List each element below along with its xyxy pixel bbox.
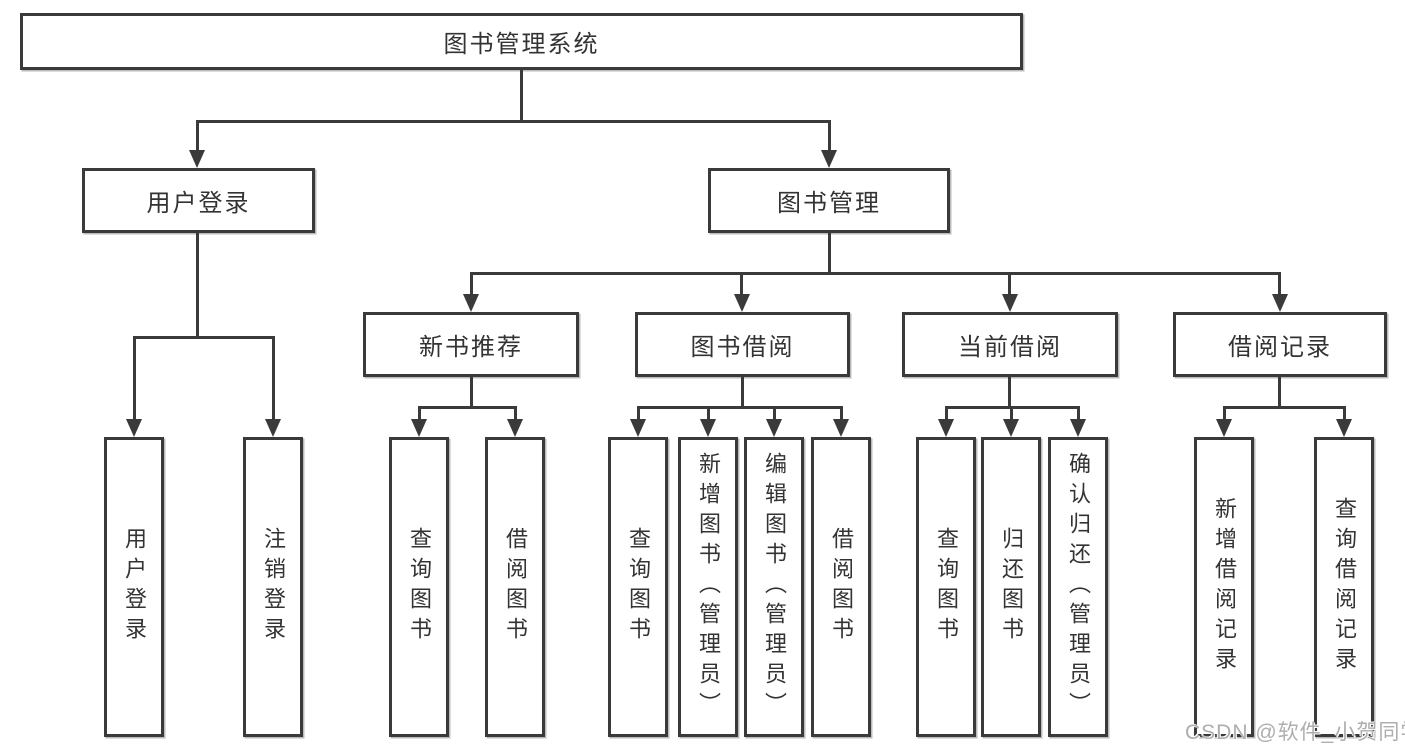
leaf-confirm-return-admin: 确认归还（管理员） (1048, 437, 1108, 737)
connector-line (520, 70, 523, 122)
node-user-login: 用户登录 (82, 168, 315, 233)
connector-line (133, 336, 136, 421)
leaf-borrow-books: 借阅图书 (811, 437, 871, 737)
arrowhead-down-icon (265, 419, 281, 437)
node-borrowing-records: 借阅记录 (1173, 312, 1387, 377)
arrowhead-down-icon (1272, 294, 1288, 312)
connector-line (1010, 406, 1013, 421)
arrowhead-down-icon (411, 419, 427, 437)
arrowhead-down-icon (126, 419, 142, 437)
csdn-watermark: CSDN @软件_小贺同学 (1185, 721, 1405, 744)
arrowhead-down-icon (734, 294, 750, 312)
connector-line (828, 120, 831, 152)
connector-line (1077, 406, 1080, 421)
node-current-borrowing: 当前借阅 (902, 312, 1118, 377)
arrowhead-down-icon (630, 419, 646, 437)
connector-line (1278, 272, 1281, 296)
arrowhead-down-icon (1002, 294, 1018, 312)
leaf-user-login: 用户登录 (104, 437, 164, 737)
leaf-logout: 注销登录 (243, 437, 303, 737)
connector-line (945, 406, 948, 421)
arrowhead-down-icon (938, 419, 954, 437)
arrowhead-down-icon (189, 150, 205, 168)
connector-line (773, 406, 776, 421)
arrowhead-down-icon (833, 419, 849, 437)
arrowhead-down-icon (507, 419, 523, 437)
connector-line (470, 377, 473, 408)
leaf-edit-books-admin: 编辑图书（管理员） (744, 437, 804, 737)
connector-line (470, 272, 473, 296)
node-book-management: 图书管理 (708, 168, 950, 233)
arrowhead-down-icon (821, 150, 837, 168)
arrowhead-down-icon (463, 294, 479, 312)
connector-line (1223, 406, 1226, 421)
connector-line (1278, 377, 1281, 408)
arrowhead-down-icon (1070, 419, 1086, 437)
leaf-add-books-admin: 新增图书（管理员） (678, 437, 738, 737)
connector-line (1223, 406, 1346, 409)
arrowhead-down-icon (1003, 419, 1019, 437)
leaf-query-borrow-record: 查询借阅记录 (1314, 437, 1374, 737)
node-book-borrowing: 图书借阅 (635, 312, 850, 377)
arrowhead-down-icon (1216, 419, 1232, 437)
connector-line (741, 377, 744, 408)
connector-line (740, 272, 743, 296)
connector-line (840, 406, 843, 421)
arrowhead-down-icon (766, 419, 782, 437)
connector-line (637, 406, 843, 409)
connector-line (272, 336, 275, 421)
connector-line (418, 406, 517, 409)
connector-line (470, 272, 1281, 275)
connector-line (1343, 406, 1346, 421)
leaf-query-books-current: 查询图书 (916, 437, 976, 737)
connector-line (637, 406, 640, 421)
connector-line (1008, 377, 1011, 408)
node-new-book-recommend: 新书推荐 (363, 312, 579, 377)
connector-line (196, 120, 199, 152)
leaf-return-books: 归还图书 (981, 437, 1041, 737)
connector-line (514, 406, 517, 421)
connector-line (707, 406, 710, 421)
leaf-query-books-recommend: 查询图书 (389, 437, 449, 737)
connector-line (196, 233, 199, 338)
connector-line (828, 233, 831, 274)
leaf-add-borrow-record: 新增借阅记录 (1194, 437, 1254, 737)
node-library-management-system: 图书管理系统 (20, 13, 1023, 70)
leaf-query-books-borrowing: 查询图书 (608, 437, 668, 737)
connector-line (196, 120, 831, 123)
arrowhead-down-icon (1336, 419, 1352, 437)
arrowhead-down-icon (700, 419, 716, 437)
connector-line (418, 406, 421, 421)
leaf-borrow-books-recommend: 借阅图书 (485, 437, 545, 737)
connector-line (1008, 272, 1011, 296)
connector-line (133, 336, 275, 339)
